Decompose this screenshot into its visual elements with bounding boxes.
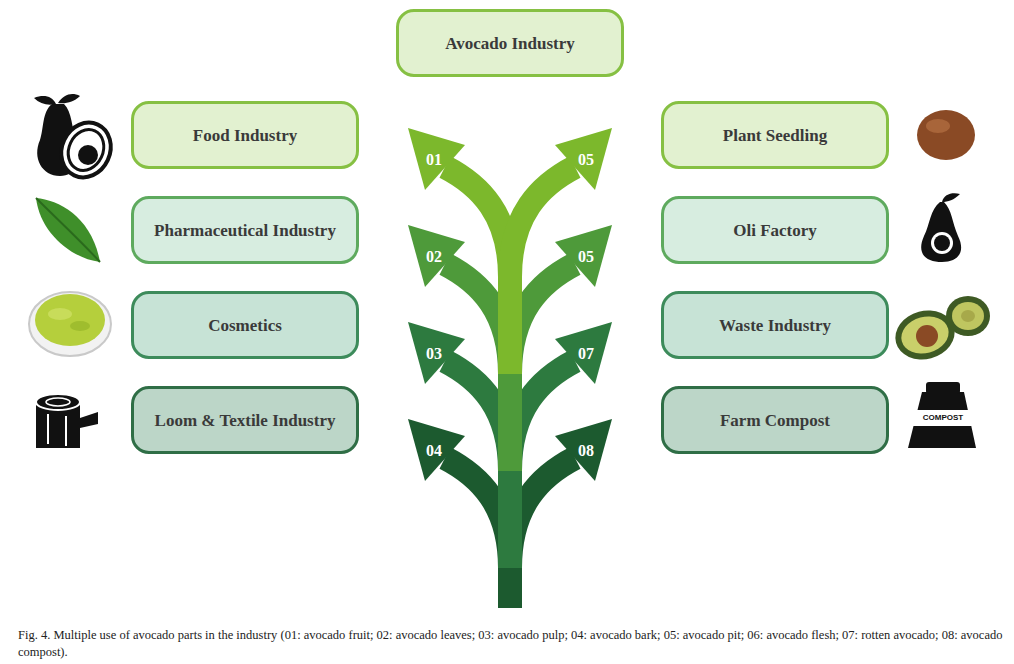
industry-box: Food Industry (131, 101, 359, 169)
industry-box: Cosmetics (131, 291, 359, 359)
industry-box: Loom & Textile Industry (131, 386, 359, 454)
box-label: Plant Seedling (723, 125, 827, 146)
callout-number: 05 (564, 248, 608, 266)
root-box: Avocado Industry (396, 9, 624, 77)
arrow-branch (445, 167, 575, 374)
branch-stroke (510, 167, 575, 277)
industry-box: Plant Seedling (661, 101, 889, 169)
box-label: Food Industry (193, 125, 297, 146)
callout-number: 08 (564, 442, 608, 460)
avocado-halves-icon (890, 296, 990, 366)
box-label: Avocado Industry (445, 33, 575, 54)
callout-number: 03 (412, 345, 456, 363)
arrow-head (555, 419, 612, 481)
avocado-icon (34, 94, 120, 185)
industry-box: Pharmaceutical Industry (131, 196, 359, 264)
box-label: Waste Industry (719, 315, 831, 336)
arrow-head (555, 225, 612, 287)
box-label: Loom & Textile Industry (155, 410, 336, 431)
callout-number: 05 (564, 151, 608, 169)
arrow-head (408, 419, 465, 481)
leaf-icon (36, 198, 100, 262)
box-label: Farm Compost (720, 410, 830, 431)
compost-bag-icon (908, 382, 976, 448)
callout-number: 07 (564, 345, 608, 363)
arrow-head (555, 322, 612, 384)
industry-box: Farm Compost (661, 386, 889, 454)
callout-number: 01 (412, 151, 456, 169)
box-label: Pharmaceutical Industry (154, 220, 336, 241)
bag-text: COMPOST (912, 413, 974, 423)
box-label: Oli Factory (733, 220, 817, 241)
arrow-head (408, 322, 465, 384)
seed-icon (917, 110, 975, 160)
figure-caption: Fig. 4. Multiple use of avocado parts in… (18, 627, 1008, 661)
arrow-head (408, 128, 465, 190)
callout-number: 02 (412, 248, 456, 266)
industry-box: Waste Industry (661, 291, 889, 359)
box-label: Cosmetics (208, 315, 282, 336)
pit-icon (921, 193, 961, 262)
log-icon (36, 394, 98, 448)
guacamole-icon (29, 292, 111, 356)
arrow-head (555, 128, 612, 190)
arrow-head (408, 225, 465, 287)
industry-box: Oli Factory (661, 196, 889, 264)
callout-number: 04 (412, 442, 456, 460)
